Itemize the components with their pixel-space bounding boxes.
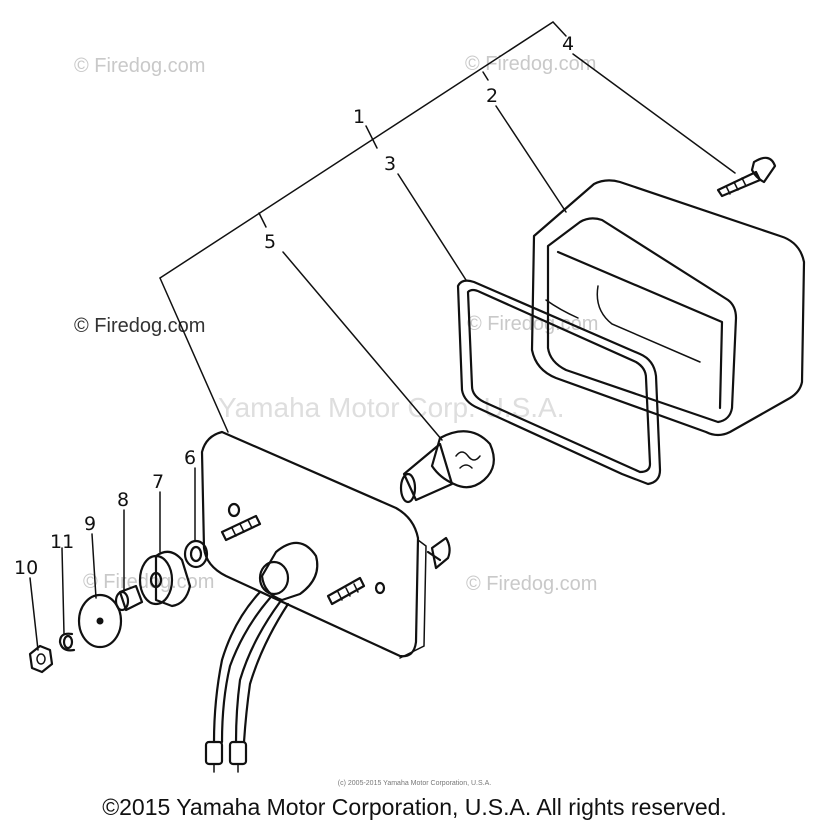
label-5: 5 <box>264 231 276 253</box>
label-6: 6 <box>184 447 196 469</box>
watermark-firedog-3: © Firedog.com <box>74 315 205 337</box>
label-2: 2 <box>486 85 498 107</box>
nut <box>28 644 54 674</box>
gasket <box>456 279 662 486</box>
label-11: 11 <box>50 531 74 553</box>
lens <box>530 179 806 437</box>
footer-copyright: ©2015 Yamaha Motor Corporation, U.S.A. A… <box>102 794 727 820</box>
part-labels: 1 2 3 4 5 6 7 8 9 10 11 <box>14 33 574 579</box>
assembly-bracket <box>159 21 567 433</box>
bolts <box>220 514 366 606</box>
watermark-firedog-6: © Firedog.com <box>466 573 597 595</box>
small-copyright: (c) 2005-2015 Yamaha Motor Corporation, … <box>337 780 492 787</box>
watermark-yamaha: Yamaha Motor Corp. U.S.A. <box>218 392 565 423</box>
label-7: 7 <box>152 471 164 493</box>
socket-and-wires <box>204 541 319 773</box>
leader-lines <box>29 53 736 651</box>
label-9: 9 <box>84 513 96 535</box>
screw <box>716 156 777 198</box>
label-1: 1 <box>353 106 365 128</box>
housing-base <box>200 430 451 659</box>
watermark-firedog-5: © Firedog.com <box>83 571 214 593</box>
bulb <box>399 430 495 504</box>
watermark-firedog-1: © Firedog.com <box>74 55 205 77</box>
label-8: 8 <box>117 489 129 511</box>
grommet <box>138 550 192 608</box>
label-10: 10 <box>14 557 38 579</box>
collar <box>114 584 144 612</box>
label-3: 3 <box>384 153 396 175</box>
plate-washer <box>77 593 123 649</box>
label-4: 4 <box>562 33 574 55</box>
lock-washer <box>58 632 76 652</box>
washer <box>183 539 209 569</box>
